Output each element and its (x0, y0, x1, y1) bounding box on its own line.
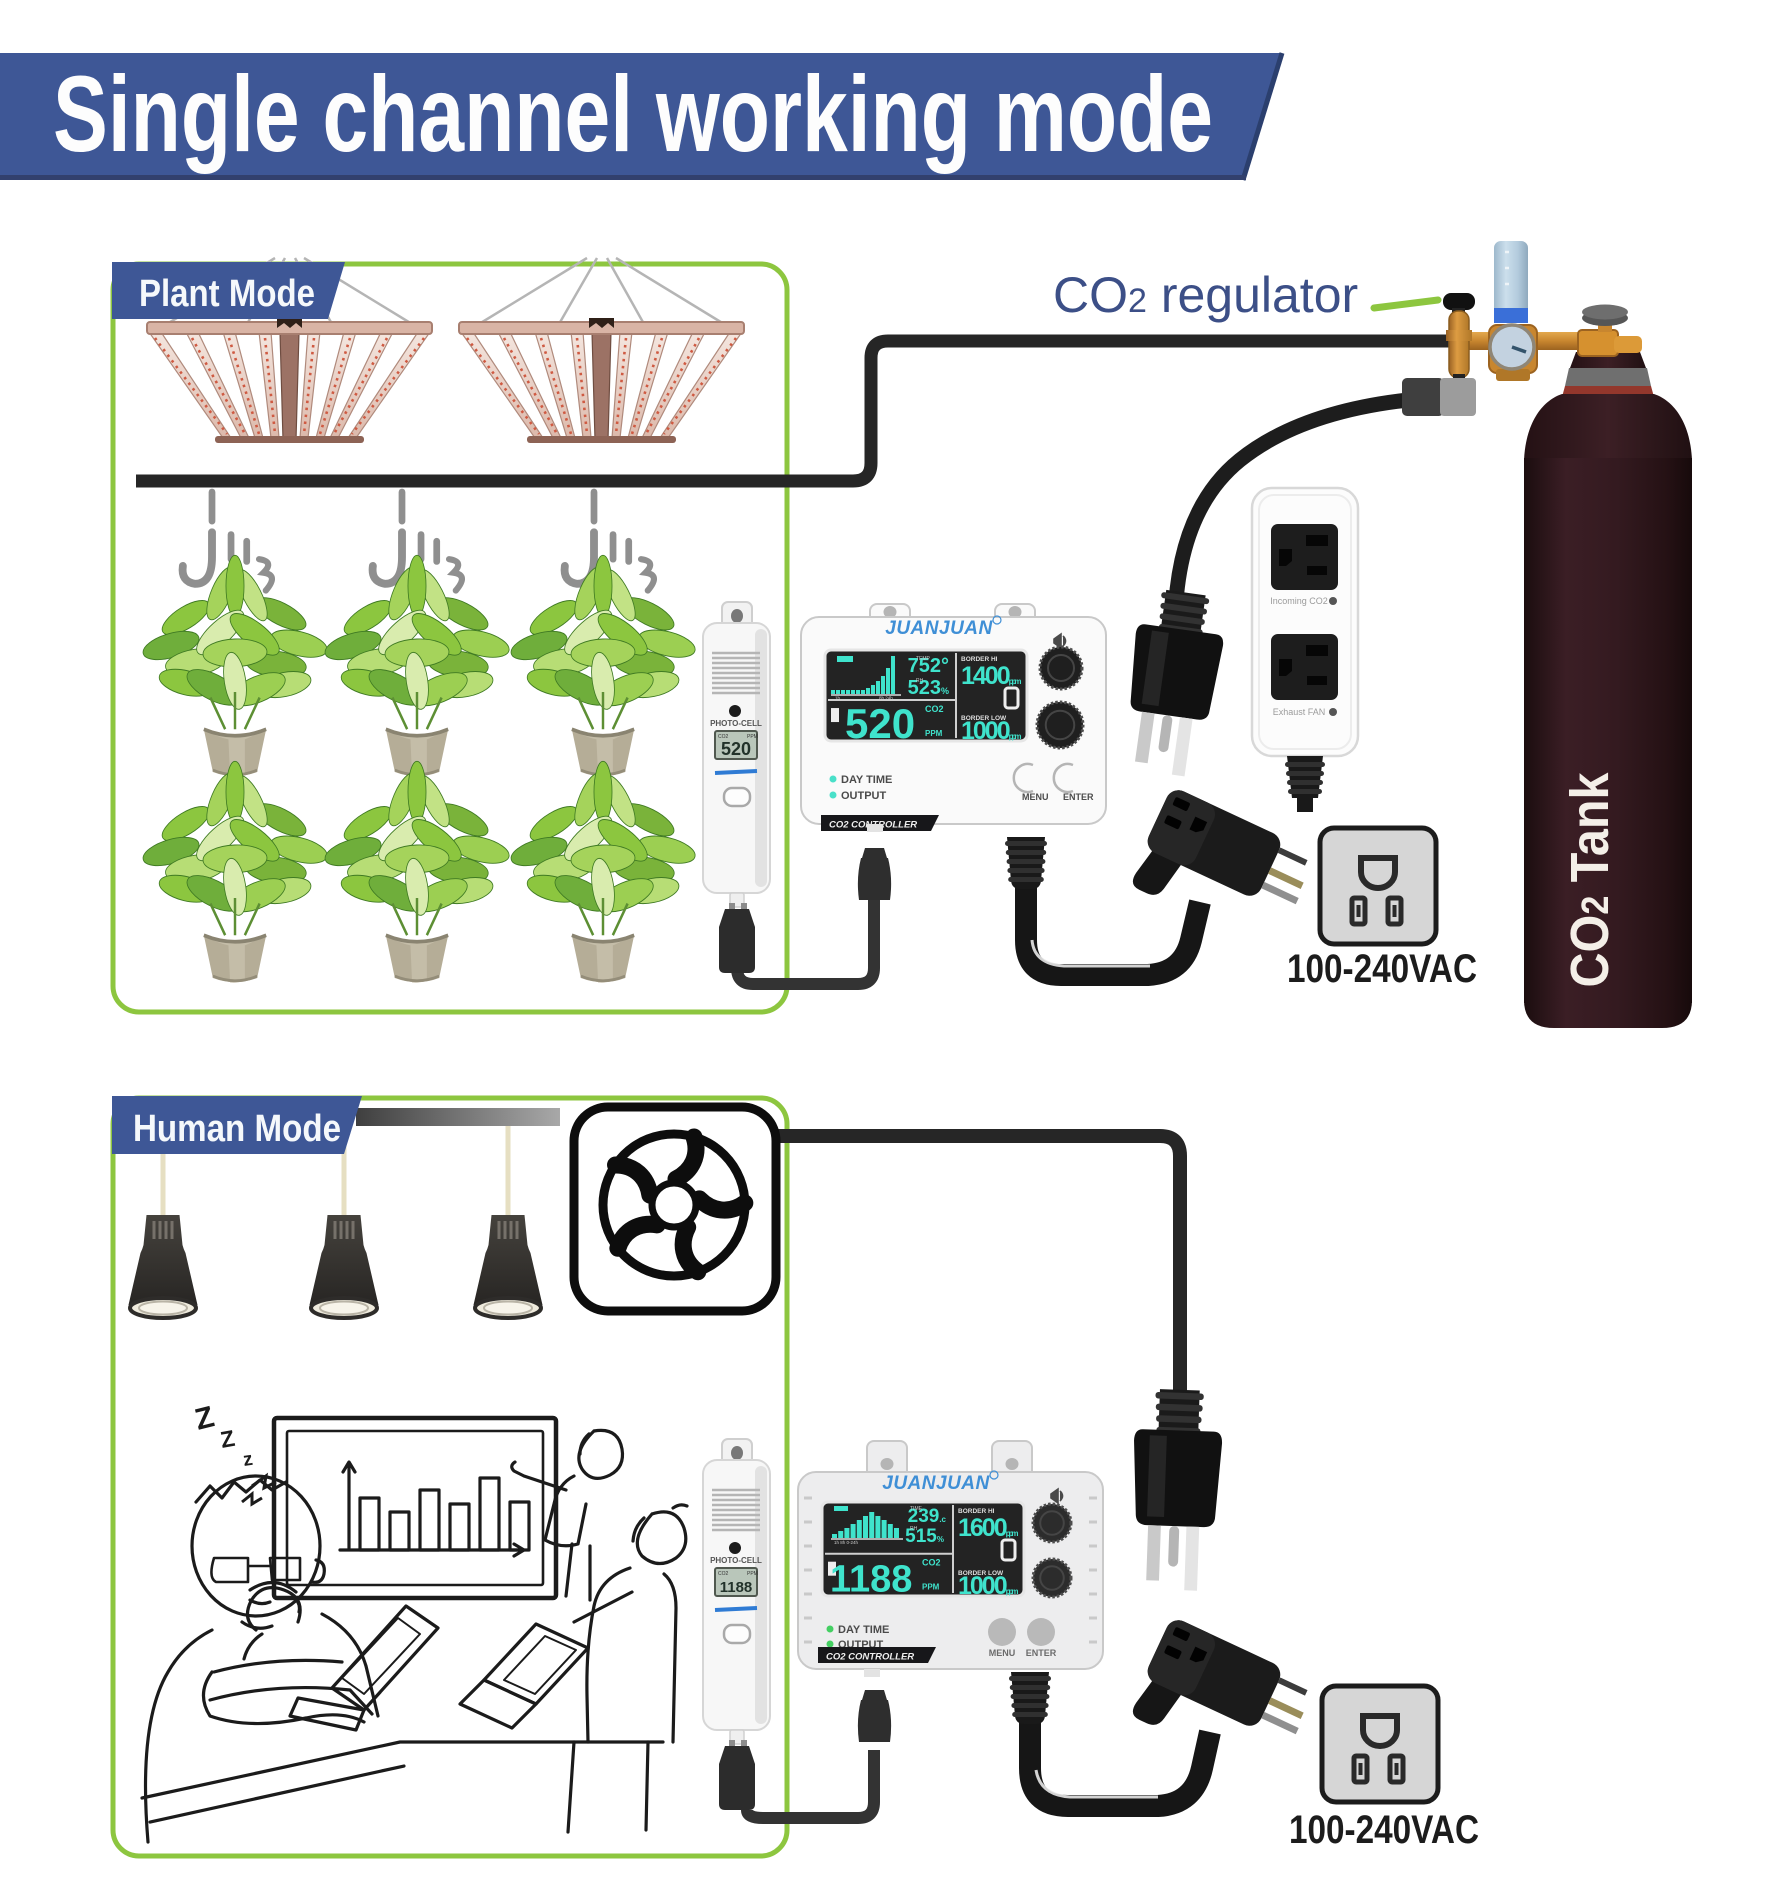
svg-text:BORDER HI: BORDER HI (961, 656, 998, 663)
svg-text:Z: Z (192, 1400, 218, 1436)
svg-text:z: z (242, 1449, 254, 1471)
svg-text:8h 24h: 8h 24h (879, 696, 893, 701)
svg-text:DAY TIME: DAY TIME (838, 1624, 889, 1636)
svg-text:BORDER LOW: BORDER LOW (961, 715, 1007, 722)
svg-text:ENTER: ENTER (1026, 1648, 1057, 1658)
svg-text:523%: 523% (908, 677, 949, 699)
svg-text:CO2 Tank: CO2 Tank (1560, 772, 1620, 988)
svg-text:DAY TIME: DAY TIME (841, 774, 892, 786)
svg-text:PHOTO-CELL: PHOTO-CELL (710, 1556, 762, 1565)
svg-text:1188: 1188 (830, 1559, 912, 1601)
svg-text:PHOTO-CELL: PHOTO-CELL (710, 719, 762, 728)
svg-text:RH: RH (910, 1526, 918, 1532)
svg-text:BORDER HI: BORDER HI (958, 1508, 995, 1515)
svg-text:520: 520 (721, 739, 751, 759)
svg-text:TEMP: TEMP (916, 656, 931, 662)
svg-text:PPM: PPM (747, 1571, 758, 1577)
svg-text:Human Mode: Human Mode (133, 1108, 341, 1150)
svg-text:100-240VAC: 100-240VAC (1287, 947, 1477, 991)
svg-text:PPM: PPM (747, 734, 758, 740)
svg-text:239.c: 239.c (908, 1506, 947, 1527)
svg-text:CO2: CO2 (922, 1558, 941, 1568)
svg-text:100-240VAC: 100-240VAC (1289, 1808, 1479, 1852)
svg-text:BORDER LOW: BORDER LOW (958, 1570, 1004, 1577)
svg-text:JUANJUAN: JUANJUAN (885, 618, 993, 639)
svg-text:RH: RH (916, 678, 924, 684)
svg-text:CO2: CO2 (925, 704, 944, 714)
svg-text:CO2: CO2 (718, 734, 729, 740)
svg-text:Plant Mode: Plant Mode (139, 273, 315, 315)
svg-text:1h 8h 0-24h: 1h 8h 0-24h (834, 1540, 859, 1545)
svg-text:ENTER: ENTER (1063, 792, 1094, 802)
svg-text:CO2 regulator: CO2 regulator (1053, 267, 1358, 323)
svg-text:1188: 1188 (720, 1579, 753, 1596)
svg-text:CO2: CO2 (718, 1571, 729, 1577)
svg-text:Z: Z (218, 1425, 236, 1453)
svg-text:CO2 CONTROLLER: CO2 CONTROLLER (826, 1652, 914, 1663)
svg-text:PPM: PPM (925, 729, 943, 738)
svg-text:TIME: TIME (910, 1506, 923, 1512)
svg-text:520: 520 (845, 700, 915, 747)
svg-text:Incoming CO2: Incoming CO2 (1270, 596, 1328, 606)
svg-text:Single channel working mode: Single channel working mode (53, 53, 1213, 174)
svg-text:PPM: PPM (922, 1583, 940, 1592)
svg-text:MENU: MENU (989, 1648, 1016, 1658)
svg-text:Exhaust FAN: Exhaust FAN (1273, 707, 1326, 717)
svg-text:1h: 1h (835, 696, 841, 701)
svg-text:OUTPUT: OUTPUT (841, 790, 887, 802)
svg-text:JUANJUAN: JUANJUAN (882, 1473, 990, 1494)
svg-text:515%: 515% (905, 1526, 944, 1547)
svg-text:MENU: MENU (1022, 792, 1049, 802)
svg-text:752°: 752° (908, 655, 949, 677)
